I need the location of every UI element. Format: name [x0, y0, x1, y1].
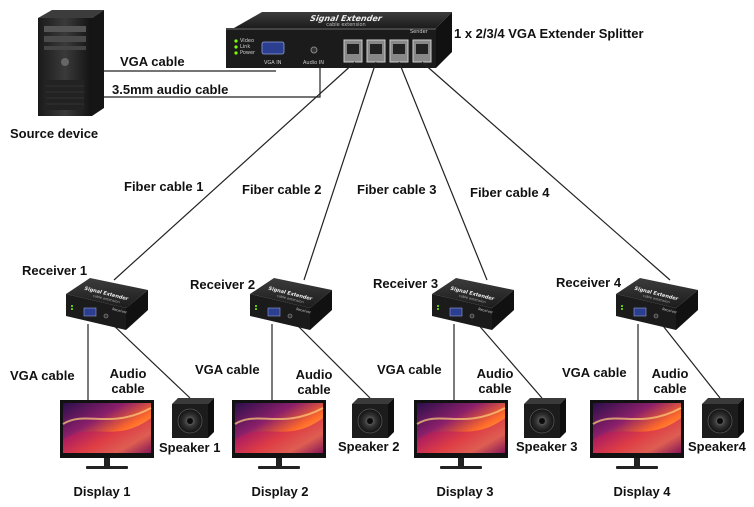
splitter-title: 1 x 2/3/4 VGA Extender Splitter [454, 26, 644, 41]
display-label-1: Display 1 [73, 484, 131, 499]
receiver-4-subtitle: cable extension [642, 294, 670, 305]
receiver-2-audio-cable [293, 321, 371, 399]
display-icon-2 [232, 400, 326, 469]
source-audio-cable [104, 64, 321, 98]
speaker-icon-2 [352, 398, 394, 438]
speaker-icon-4 [702, 398, 744, 438]
receiver-4-audio-label-line2: cable [653, 381, 687, 396]
receiver-1-audio-cable [109, 321, 191, 399]
receiver-label-4: Receiver 4 [556, 275, 622, 290]
source-device-icon [38, 10, 104, 116]
splitter-port-audio-label: Audio IN [303, 60, 325, 66]
splitter-led-link: Link [240, 44, 251, 50]
display-icon-3 [414, 400, 508, 469]
source-audio-cable-label: 3.5mm audio cable [112, 82, 229, 97]
speaker-label-1: Speaker 1 [159, 440, 221, 455]
receiver-2-subtitle: cable extension [276, 294, 304, 305]
receiver-4-audio-cable [659, 321, 721, 399]
receiver-label-2: Receiver 2 [190, 277, 256, 292]
receiver-2-audio-label-line1: Audio [295, 367, 333, 382]
receiver-2-vga-label: VGA cable [195, 362, 260, 377]
receiver-4-vga-label: VGA cable [562, 365, 627, 380]
receiver-3-audio-label-line2: cable [478, 381, 512, 396]
splitter-subtitle: cable extension [326, 22, 366, 28]
fiber-label-2: Fiber cable 2 [242, 182, 322, 197]
fiber-label-4: Fiber cable 4 [470, 185, 550, 200]
receiver-label-1: Receiver 1 [22, 263, 88, 278]
display-icon-1 [60, 400, 154, 469]
receiver-1-vga-label: VGA cable [10, 368, 75, 383]
receiver-1-subtitle: cable extension [92, 294, 120, 305]
receiver-3-tag: Receiver [478, 307, 494, 315]
receiver-4-tag: Receiver [662, 307, 678, 315]
speaker-label-4: Speaker4 [688, 439, 746, 454]
receiver-3-audio-cable [475, 321, 543, 399]
speaker-icon-3 [524, 398, 566, 438]
speaker-icon-1 [172, 398, 214, 438]
splitter-port-vga-label: VGA IN [264, 60, 282, 66]
fiber-label-1: Fiber cable 1 [124, 179, 204, 194]
receiver-3-audio-label-line1: Audio [476, 366, 514, 381]
fiber-cable-4 [421, 61, 671, 281]
splitter-led-power: Power [240, 50, 256, 56]
display-icon-4 [590, 400, 684, 469]
display-label-4: Display 4 [613, 484, 671, 499]
receiver-2-tag: Receiver [296, 307, 312, 315]
receiver-label-3: Receiver 3 [373, 276, 439, 291]
receiver-1-tag: Receiver [112, 307, 128, 315]
source-vga-cable-label: VGA cable [120, 54, 185, 69]
fiber-cable-1 [113, 61, 356, 281]
receiver-1-audio-label-line1: Audio [109, 366, 147, 381]
fiber-label-3: Fiber cable 3 [357, 182, 437, 197]
receiver-3-subtitle: cable extension [458, 294, 486, 305]
speaker-label-3: Speaker 3 [516, 439, 578, 454]
receiver-2-audio-label-line2: cable [297, 382, 331, 397]
display-label-2: Display 2 [251, 484, 309, 499]
receiver-4-audio-label-line1: Audio [651, 366, 689, 381]
receiver-3-vga-label: VGA cable [377, 362, 442, 377]
splitter-device [226, 12, 452, 68]
source-device-label: Source device [10, 126, 99, 141]
splitter-led-video: Video [240, 38, 255, 44]
fiber-cable-2 [303, 61, 377, 281]
splitter-tag: Sender [410, 29, 428, 35]
fiber-cable-3 [398, 61, 488, 281]
display-label-3: Display 3 [436, 484, 494, 499]
speaker-label-2: Speaker 2 [338, 439, 400, 454]
receiver-1-audio-label-line2: cable [111, 381, 145, 396]
